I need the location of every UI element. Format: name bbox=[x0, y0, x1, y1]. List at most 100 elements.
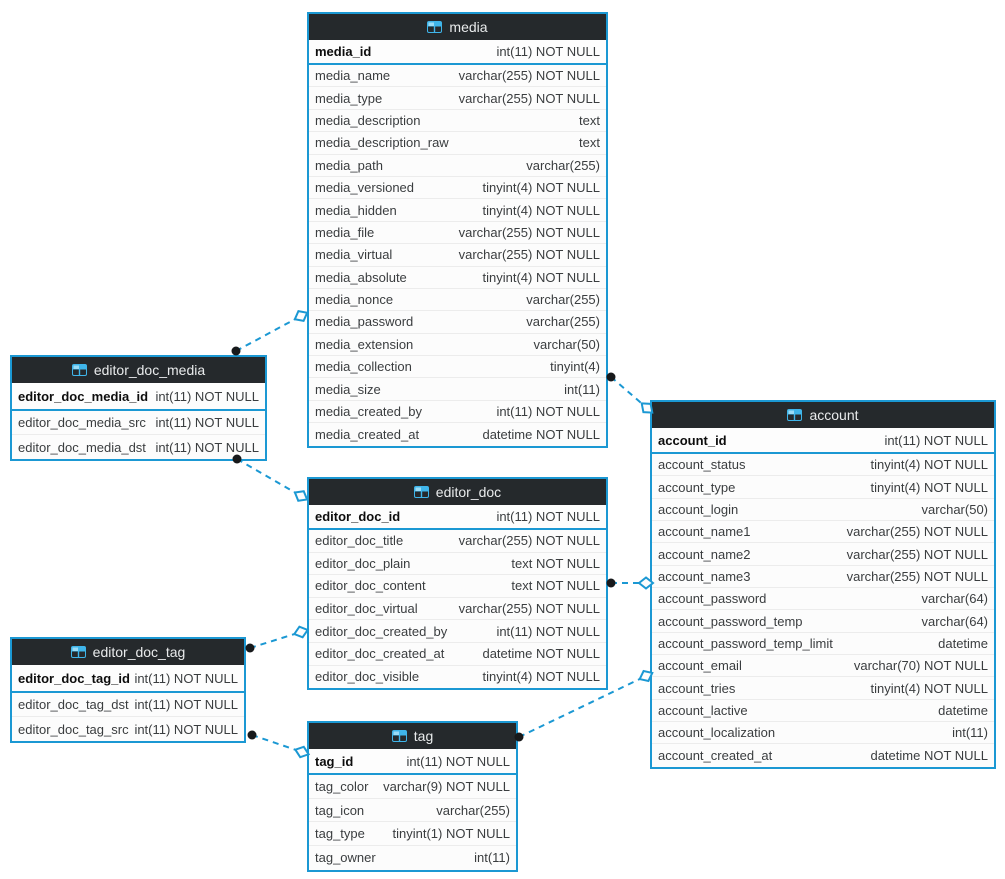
field-name: tag_type bbox=[315, 826, 365, 842]
pk-row[interactable]: media_id int(11) NOT NULL bbox=[309, 40, 606, 65]
pk-row[interactable]: editor_doc_media_id int(11) NOT NULL bbox=[12, 383, 265, 411]
field-type: varchar(255) NOT NULL bbox=[458, 247, 600, 263]
pk-row[interactable]: editor_doc_tag_id int(11) NOT NULL bbox=[12, 665, 244, 693]
field-name: media_description_raw bbox=[315, 135, 449, 151]
table-icon bbox=[71, 364, 87, 376]
field-type: varchar(9) NOT NULL bbox=[383, 778, 510, 794]
field-name: editor_doc_media_dst bbox=[18, 439, 146, 455]
field-type: varchar(255) NOT NULL bbox=[458, 224, 600, 240]
table-account-header[interactable]: account bbox=[652, 402, 994, 428]
field-type: varchar(255) bbox=[526, 314, 600, 330]
field-name: account_name1 bbox=[658, 524, 751, 540]
connector-editor-doc-to-account[interactable] bbox=[606, 576, 655, 590]
field-type: datetime NOT NULL bbox=[482, 646, 600, 662]
field-name: account_type bbox=[658, 479, 736, 495]
field-row[interactable]: account_password_temp varchar(64) bbox=[652, 610, 994, 633]
table-media-header[interactable]: media bbox=[309, 14, 606, 40]
field-type: tinyint(4) NOT NULL bbox=[870, 457, 988, 473]
field-name: media_absolute bbox=[315, 269, 407, 285]
pk-row[interactable]: editor_doc_id int(11) NOT NULL bbox=[309, 505, 606, 530]
pk-name: account_id bbox=[658, 432, 727, 448]
connector-editor-doc-tag-to-tag[interactable] bbox=[247, 730, 311, 760]
field-name: account_status bbox=[658, 457, 746, 473]
table-editor-doc-media-header[interactable]: editor_doc_media bbox=[12, 357, 265, 383]
pk-name: editor_doc_media_id bbox=[18, 388, 149, 404]
field-row[interactable]: account_status tinyint(4) NOT NULL bbox=[652, 454, 994, 477]
connector-dot bbox=[245, 643, 255, 653]
pk-row[interactable]: account_id int(11) NOT NULL bbox=[652, 428, 994, 454]
pk-row[interactable]: tag_id int(11) NOT NULL bbox=[309, 749, 516, 775]
field-name: media_versioned bbox=[315, 180, 415, 196]
field-type: varchar(255) NOT NULL bbox=[458, 90, 600, 106]
field-name: account_tries bbox=[658, 680, 736, 696]
field-name: account_name2 bbox=[658, 546, 751, 562]
table-icon bbox=[413, 486, 429, 498]
field-type: datetime bbox=[938, 702, 988, 718]
connector-dot bbox=[247, 730, 257, 740]
field-name: account_password_temp_limit bbox=[658, 635, 833, 651]
field-type: int(11) NOT NULL bbox=[496, 623, 600, 639]
field-name: account_password_temp bbox=[658, 613, 803, 629]
table-icon bbox=[787, 409, 803, 421]
table-editor-doc-tag-header[interactable]: editor_doc_tag bbox=[12, 639, 244, 665]
field-type: varchar(70) NOT NULL bbox=[853, 658, 988, 674]
table-editor-doc-tag: editor_doc_tag editor_doc_tag_id int(11)… bbox=[10, 637, 246, 743]
table-tag-header[interactable]: tag bbox=[309, 723, 516, 749]
field-name: tag_owner bbox=[315, 850, 376, 866]
connector-editor-doc-media-to-media[interactable] bbox=[231, 308, 310, 356]
connector-media-to-account[interactable] bbox=[606, 372, 656, 417]
field-type: varchar(64) bbox=[921, 591, 988, 607]
pk-type: int(11) NOT NULL bbox=[496, 44, 600, 59]
field-type: varchar(255) bbox=[436, 802, 510, 818]
table-editor-doc-header[interactable]: editor_doc bbox=[309, 479, 606, 505]
connector-editor-doc-media-to-editor-doc[interactable] bbox=[232, 454, 310, 505]
connector-editor-doc-tag-to-editor-doc[interactable] bbox=[245, 625, 310, 653]
field-type: varchar(64) bbox=[921, 613, 988, 629]
field-name: editor_doc_plain bbox=[315, 555, 411, 571]
